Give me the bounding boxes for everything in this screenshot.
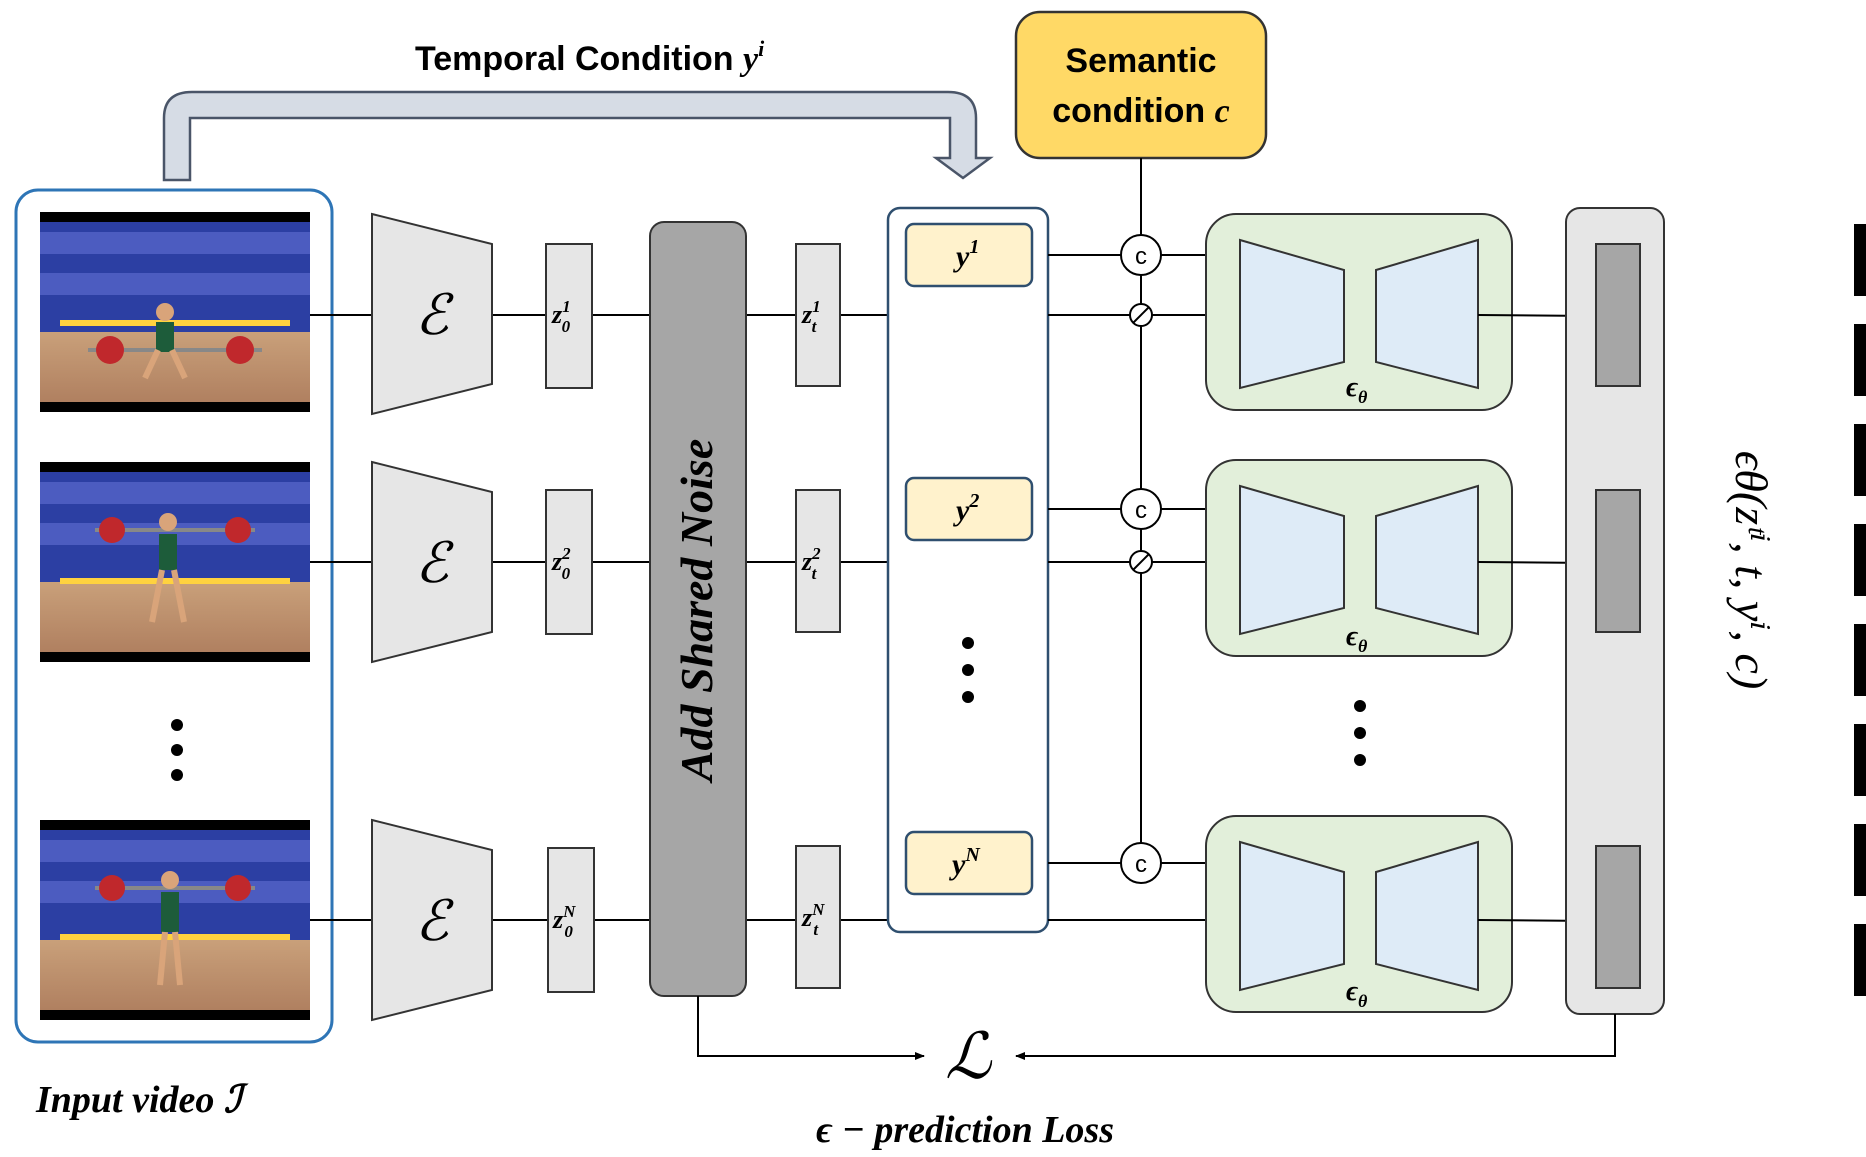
svg-text:zNt: zNt (801, 900, 825, 939)
semantic-condition-line2: condition c (1052, 92, 1230, 130)
loss-caption: ϵ − prediction Loss (816, 1109, 1114, 1151)
svg-text:zN0: zN0 (552, 902, 576, 941)
semantic-condition-box: Semantic condition c (1014, 10, 1268, 160)
input-video-frame (14, 188, 334, 1044)
concat-node-1: c (1120, 234, 1162, 276)
temporal-token-2: y2 (904, 476, 1034, 542)
svg-text:ℰ: ℰ (415, 891, 454, 953)
output-column (1565, 207, 1665, 1015)
loss-symbol: ℒ (945, 1021, 993, 1092)
loss-connectors (697, 996, 1616, 1060)
svg-text:z1t: z1t (801, 297, 821, 336)
svg-text:y2: y2 (953, 490, 979, 527)
encoder-2: ℰ (371, 460, 493, 664)
temporal-condition-label: Temporal Condition yi (415, 36, 765, 78)
svg-text:z2t: z2t (801, 544, 821, 583)
svg-text:z20: z20 (551, 544, 571, 583)
video-frame-1 (40, 212, 310, 412)
denoiser-unet-1: ϵθ (1205, 213, 1513, 411)
temporal-condition-arrow (162, 90, 994, 182)
input-video-label: Input video ℐ (35, 1079, 249, 1121)
denoiser-unet-2: ϵθ (1205, 459, 1513, 657)
token-to-concat-lines (1048, 254, 1130, 921)
encoder-3: ℰ (371, 818, 493, 1022)
output-label: ϵθ(zᵗⁱ, t, yⁱ, c) (1726, 451, 1777, 690)
temporal-token-n: yN (904, 830, 1034, 896)
temporal-token-1: y1 (904, 222, 1034, 288)
token-ellipsis (962, 637, 974, 703)
video-ellipsis (171, 719, 183, 781)
add-shared-noise-label: Add Shared Noise (671, 439, 722, 784)
line-crossing-2 (1129, 550, 1153, 574)
video-frame-2 (40, 462, 310, 662)
svg-text:y1: y1 (953, 236, 979, 273)
video-frame-3 (40, 820, 310, 1020)
svg-text:yN: yN (949, 844, 981, 881)
line-crossing-1 (1129, 303, 1153, 327)
add-shared-noise-block: Add Shared Noise (649, 221, 747, 997)
temporal-token-column (886, 206, 1050, 934)
semantic-condition-line1: Semantic (1065, 42, 1216, 80)
concat-node-n: c (1120, 842, 1162, 884)
concat-node-2: c (1120, 488, 1162, 530)
svg-text:c: c (1135, 497, 1147, 524)
svg-text:c: c (1135, 243, 1147, 270)
svg-text:ℰ: ℰ (415, 533, 454, 595)
svg-text:ϵθ: ϵθ (1346, 372, 1368, 407)
connector-lines (310, 314, 888, 921)
encoder-1: ℰ (371, 212, 493, 416)
denoiser-ellipsis (1354, 700, 1366, 766)
svg-text:ϵθ: ϵθ (1346, 621, 1368, 656)
svg-text:c: c (1135, 851, 1147, 878)
svg-text:z10: z10 (551, 297, 571, 336)
svg-text:ℰ: ℰ (415, 285, 454, 347)
denoiser-unet-n: ϵθ (1205, 815, 1513, 1013)
svg-text:ϵθ: ϵθ (1346, 976, 1368, 1011)
